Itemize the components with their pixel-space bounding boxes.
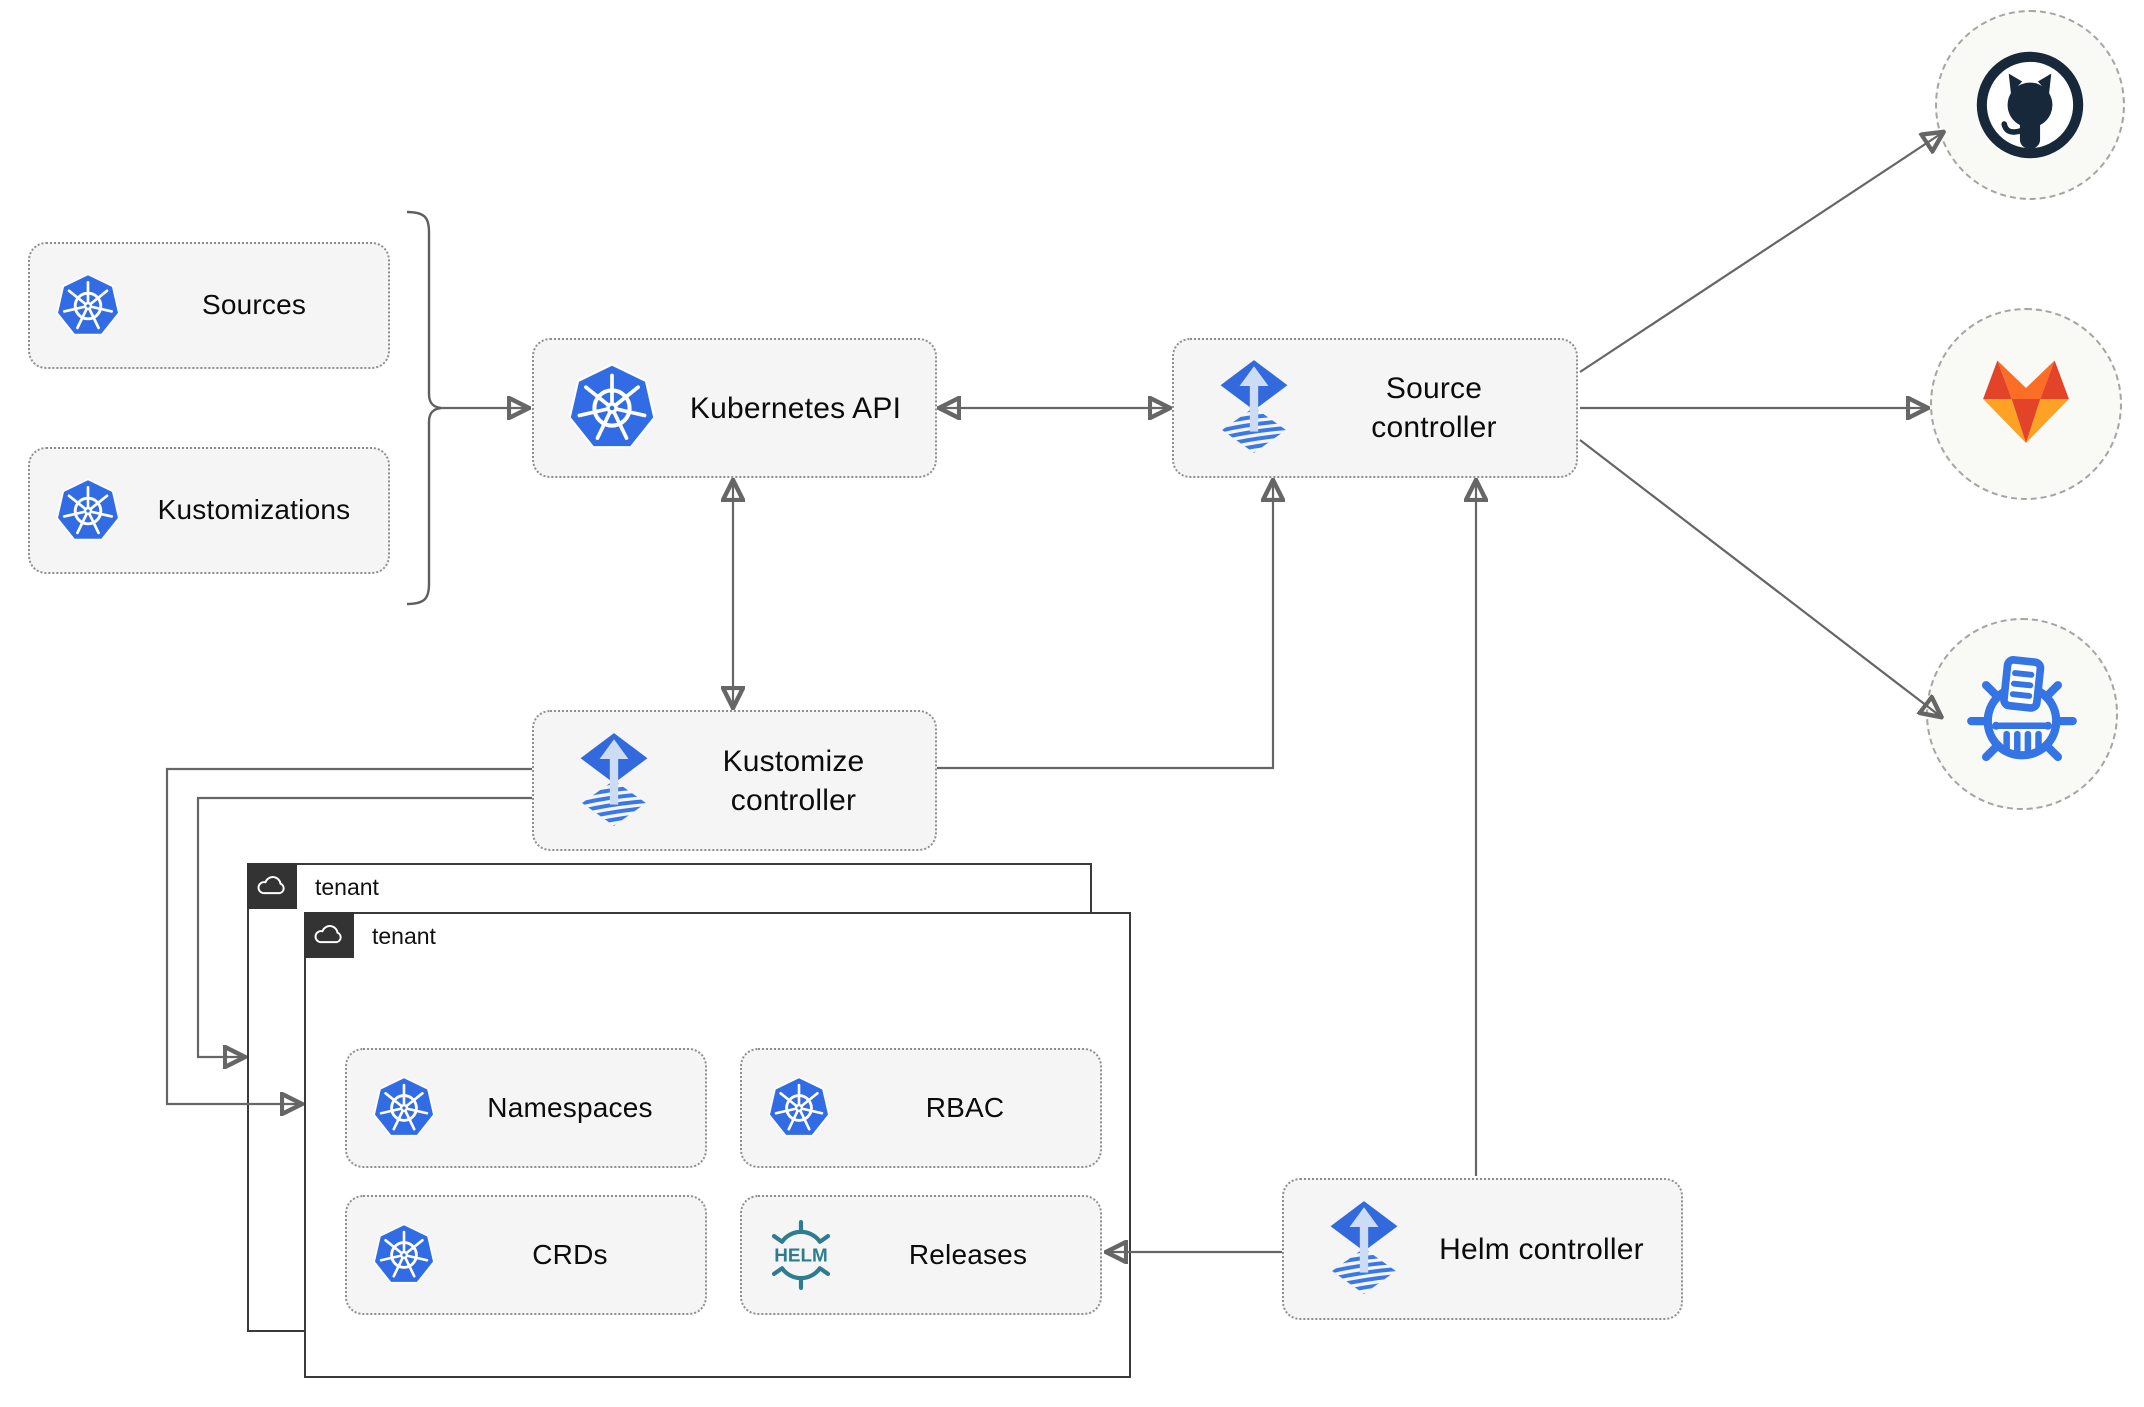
node-releases: Releases bbox=[740, 1195, 1102, 1315]
node-source-controller: Source controller bbox=[1172, 338, 1578, 478]
flux-icon bbox=[576, 733, 652, 829]
kubernetes-icon bbox=[56, 274, 120, 338]
cloud-icon bbox=[256, 875, 288, 897]
arrow-kustomize-to-source bbox=[937, 482, 1273, 770]
cloud-icon bbox=[313, 924, 345, 946]
node-label: Source controller bbox=[1371, 372, 1497, 444]
node-namespaces: Namespaces bbox=[345, 1048, 707, 1168]
node-label: Helm controller bbox=[1439, 1232, 1644, 1266]
kubernetes-icon bbox=[56, 479, 120, 543]
external-chart-repository bbox=[1926, 618, 2118, 810]
node-helm-controller: Helm controller bbox=[1282, 1178, 1683, 1320]
node-label: CRDs bbox=[532, 1238, 608, 1270]
node-rbac: RBAC bbox=[740, 1048, 1102, 1168]
node-label: RBAC bbox=[925, 1091, 1005, 1123]
tenant-tab bbox=[304, 912, 354, 958]
brace-sources-group bbox=[406, 210, 442, 606]
external-github bbox=[1935, 10, 2125, 200]
node-kustomize-controller: Kustomize controller bbox=[532, 710, 937, 851]
tenant-label: tenant bbox=[315, 874, 379, 900]
github-octocat-icon bbox=[1974, 49, 2086, 161]
kubernetes-icon bbox=[568, 364, 656, 452]
node-label: Kustomize controller bbox=[722, 744, 865, 817]
gitlab-tanuki-icon bbox=[1971, 355, 2081, 454]
external-gitlab bbox=[1930, 308, 2122, 500]
kubernetes-icon bbox=[373, 1224, 435, 1286]
flux-icon bbox=[1216, 360, 1292, 456]
node-kustomizations: Kustomizations bbox=[28, 447, 390, 574]
node-label: Namespaces bbox=[487, 1091, 653, 1123]
node-label: Kubernetes API bbox=[689, 391, 902, 425]
node-crds: CRDs bbox=[345, 1195, 707, 1315]
helm-icon bbox=[766, 1220, 836, 1290]
tenant-label: tenant bbox=[372, 923, 436, 949]
kubernetes-icon bbox=[373, 1077, 435, 1139]
arrow-source-to-github bbox=[1579, 133, 1942, 373]
node-label: Sources bbox=[201, 289, 307, 321]
node-sources: Sources bbox=[28, 242, 390, 369]
arrow-source-to-chart-repository bbox=[1579, 439, 1940, 716]
node-kubernetes-api: Kubernetes API bbox=[532, 338, 937, 478]
tenant-tab bbox=[247, 863, 297, 909]
node-label: Kustomizations bbox=[157, 494, 351, 526]
chartmuseum-icon bbox=[1963, 655, 2081, 773]
kubernetes-icon bbox=[768, 1077, 830, 1139]
node-label: Releases bbox=[908, 1238, 1028, 1270]
flux-icon bbox=[1326, 1201, 1402, 1297]
